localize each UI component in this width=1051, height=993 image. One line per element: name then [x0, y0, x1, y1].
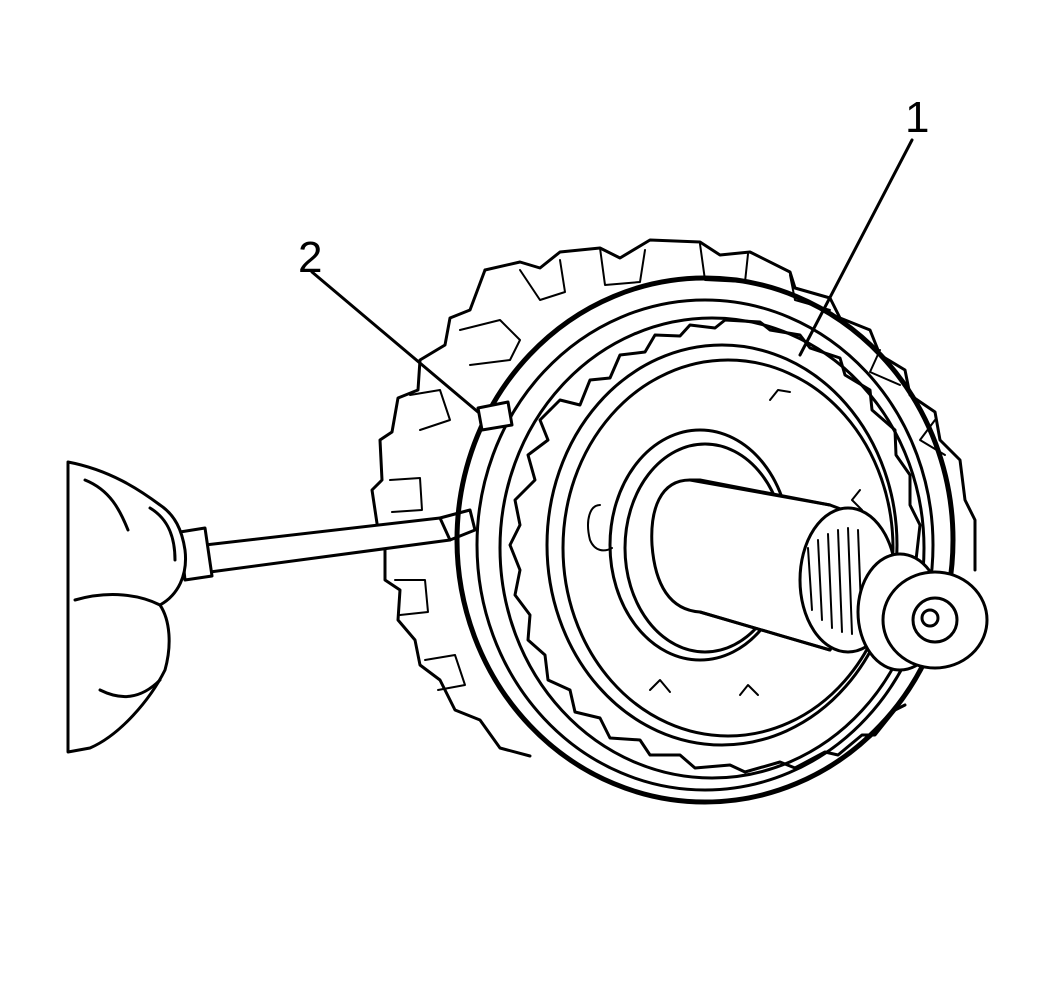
leader-line-1 [798, 138, 914, 357]
inner-clutch-hub [508, 318, 922, 774]
screwdriver [178, 508, 477, 582]
input-shaft [608, 428, 989, 672]
hand [66, 460, 188, 754]
callout-2: 2 [298, 233, 323, 282]
shaft-splines [807, 527, 863, 635]
leader-lines [310, 138, 914, 414]
callout-1: 1 [905, 93, 930, 142]
snap-ring [454, 275, 956, 805]
leader-line-2 [310, 270, 480, 414]
